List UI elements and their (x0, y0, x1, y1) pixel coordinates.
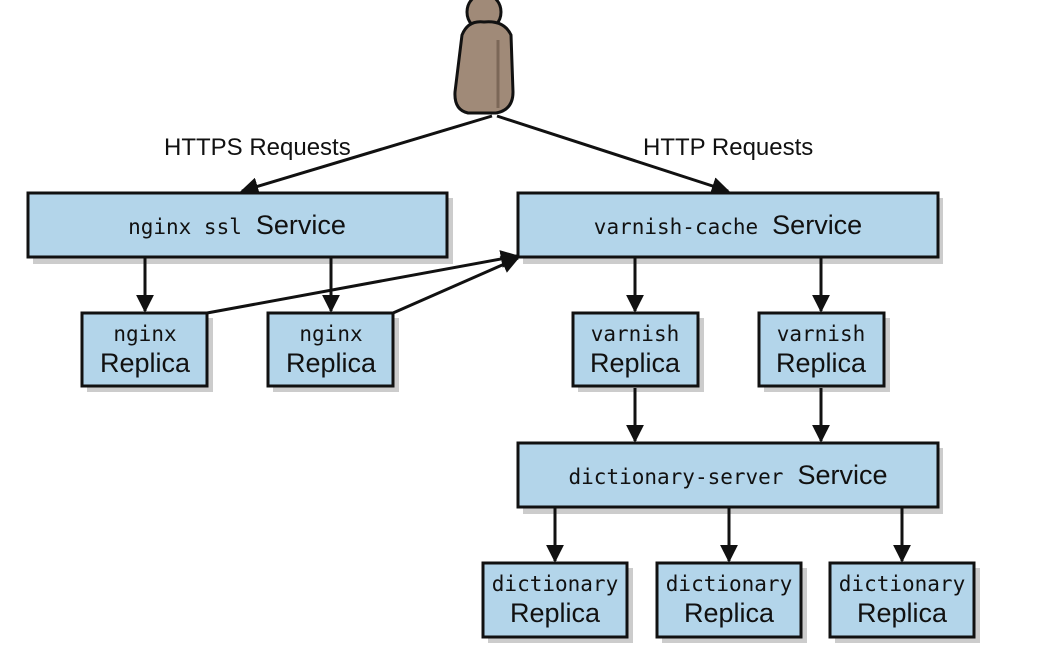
http-requests-label: HTTP Requests (643, 134, 813, 161)
dictionary-replica-1-kind: Replica (510, 598, 601, 628)
dictionary-server-service-name: dictionary-server (569, 465, 784, 489)
varnish-replica-2: varnish Replica (757, 311, 890, 392)
https-request-arrow (240, 114, 493, 195)
nginx-ssl-service-name: nginx ssl (128, 215, 242, 239)
varnish-replica-1-name: varnish (591, 322, 680, 346)
nginx-replica-1-kind: Replica (100, 348, 191, 378)
varnish-cache-service-name: varnish-cache (594, 215, 758, 239)
dictionary-replica-2-kind: Replica (684, 598, 775, 628)
varnish-replica-2-kind: Replica (776, 348, 867, 378)
http-request-arrow (496, 114, 730, 195)
nginx-replica-1-to-varnish-cache-arrow (206, 250, 519, 315)
dictionary-replica-1: dictionary Replica (481, 561, 633, 643)
varnish-replica-1: varnish Replica (571, 311, 704, 392)
dictionary-server-service: dictionary-server Service (516, 441, 943, 514)
nginx-ssl-service: nginx ssl Service (26, 191, 453, 264)
nginx-replica-2: nginx Replica (266, 311, 399, 392)
https-requests-label: HTTPS Requests (164, 134, 351, 161)
dictionary-replica-3: dictionary Replica (828, 561, 980, 643)
dictionary-replica-1-name: dictionary (492, 572, 618, 596)
svg-text:nginx ssl Service: nginx ssl Service (128, 210, 346, 240)
dictionary-replica-3-name: dictionary (839, 572, 965, 596)
nginx-replica-2-name: nginx (299, 322, 362, 346)
nginx-replica-2-to-varnish-cache-arrow (392, 256, 520, 315)
nginx-replica-1-name: nginx (113, 322, 176, 346)
dictionary-replica-2: dictionary Replica (655, 561, 807, 643)
svg-text:varnish-cache Service: varnish-cache Service (594, 210, 862, 240)
dictionary-replica-2-name: dictionary (666, 572, 792, 596)
dictionary-replica-3-kind: Replica (857, 598, 948, 628)
varnish-cache-service-kind: Service (772, 210, 862, 240)
person-icon (453, 0, 515, 115)
nginx-replica-2-kind: Replica (286, 348, 377, 378)
dictionary-server-service-kind: Service (797, 460, 887, 490)
nginx-ssl-service-kind: Service (256, 210, 346, 240)
varnish-cache-service: varnish-cache Service (516, 191, 943, 264)
varnish-replica-1-kind: Replica (590, 348, 681, 378)
varnish-replica-2-name: varnish (777, 322, 866, 346)
svg-text:dictionary-server Servic: dictionary-server Service (569, 460, 888, 490)
nginx-replica-1: nginx Replica (80, 311, 213, 392)
